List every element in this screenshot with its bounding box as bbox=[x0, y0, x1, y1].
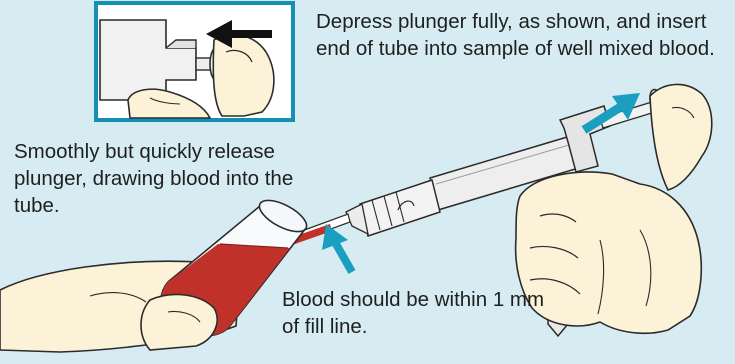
inset-plunger-detail bbox=[96, 3, 293, 120]
caption-depress-plunger: Depress plunger fully, as shown, and ins… bbox=[316, 8, 716, 62]
caption-release-plunger: Smoothly but quickly release plunger, dr… bbox=[14, 138, 314, 219]
caption-fill-line: Blood should be within 1 mm of fill line… bbox=[282, 286, 562, 340]
